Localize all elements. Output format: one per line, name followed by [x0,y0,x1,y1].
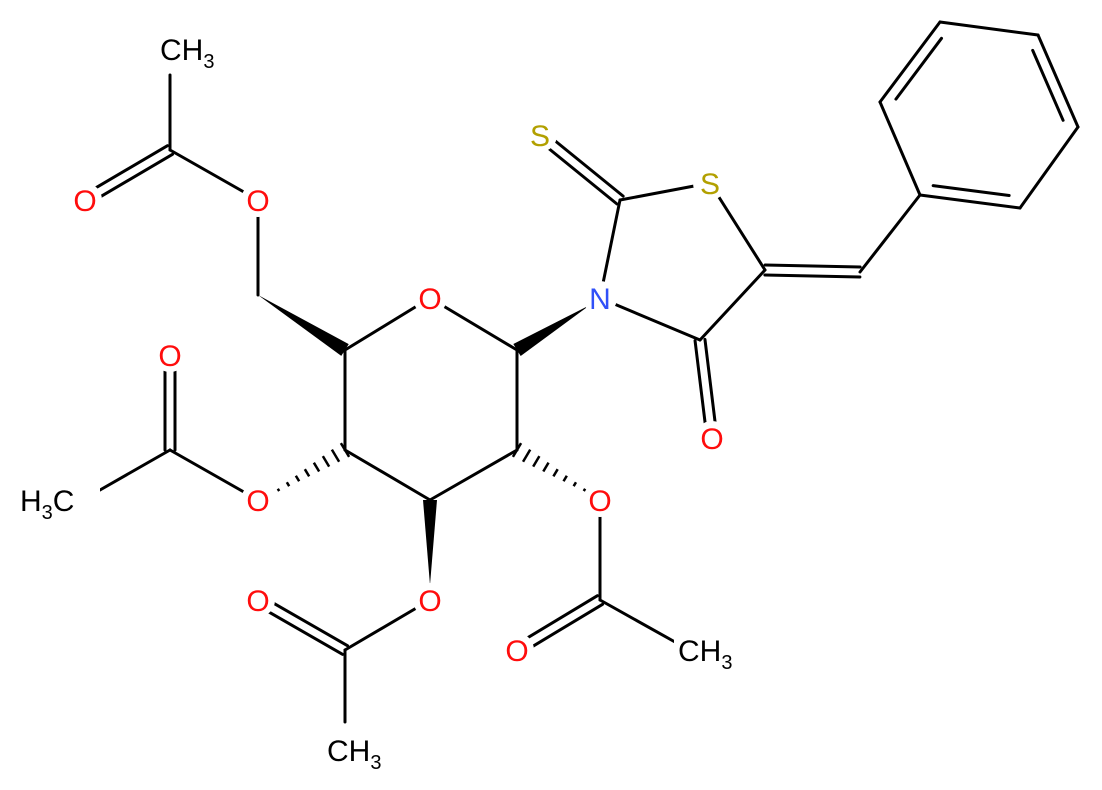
single-bond [938,20,1040,37]
double-bond [258,594,349,648]
single-bond [858,193,922,274]
single-bond [1018,125,1080,210]
double-bond [693,339,709,441]
single-bond [878,100,922,197]
hash-bond-segment [276,488,281,492]
atom-label-background [153,338,187,372]
atom-label-background [155,30,230,70]
double-bond [763,263,862,269]
hash-bond-segment [303,468,311,478]
wedge-bond [423,500,437,585]
single-bond [878,20,942,104]
methyl-bottom: CH3 [327,735,381,774]
sulfur-thione: S [530,120,550,153]
oxygen-ester-1: O [246,185,269,218]
atom-label-background [413,281,447,315]
oxygen-ring: O [418,283,441,316]
atom-labels: CH3 O O O N S S O O O H3C O O CH3 O O CH… [20,34,732,774]
methyl-right: CH3 [678,635,732,674]
atom-label-background [241,583,275,617]
oxygen-carbonyl-4: O [505,635,528,668]
bonds [80,20,1080,724]
double-bond [703,337,719,439]
double-bond [535,137,619,206]
aromatic-inner-bond [1031,48,1065,122]
single-bond [708,181,767,272]
oxygen-carbonyl-2: O [158,340,181,373]
atom-label-background [241,483,275,517]
single-bond [598,296,702,342]
methyl-left: H3C [20,485,74,524]
hash-bond-segment [552,468,559,478]
sulfur-ring: S [700,168,720,201]
hash-bond-segment [562,475,568,482]
hash-bond-segment [294,475,301,482]
oxygen-ester-3: O [418,585,441,618]
oxygen-ester-2: O [246,485,269,518]
single-bond [1036,33,1080,129]
single-bond [343,448,432,502]
oxygen-carbonyl-3: O [246,585,269,618]
single-bond [428,448,519,502]
single-bond [98,448,172,492]
double-bond [763,273,862,279]
single-bond [918,193,1022,210]
atom-label-background [583,483,617,517]
atom-label-background [68,183,102,217]
hash-bond-segment [582,488,587,492]
double-bond [80,144,169,198]
oxygen-ketone: O [700,423,723,456]
double-bond [86,152,175,206]
nitrogen: N [589,283,611,316]
atom-label-background [693,166,727,200]
hash-bond-segment [285,481,291,487]
label-backgrounds [15,30,754,770]
hash-bond-segment [312,462,321,473]
wedge-bond [513,305,590,356]
double-bond [541,129,625,198]
single-bond [698,268,767,342]
hash-bond-segment [511,442,523,458]
hash-bond-segment [572,481,578,487]
atom-label-background [523,118,557,152]
oxygen-ester-4: O [588,485,611,518]
aromatic-inner-bond [894,36,944,101]
hash-bond-segment [321,455,331,468]
methyl-top: CH3 [160,34,214,73]
atom-label-background [241,183,275,217]
atom-label-background [674,630,754,672]
atom-label-background [413,583,447,617]
hash-bond-segment [330,449,341,463]
aromatic-inner-bond [931,184,1011,197]
hash-bond-segment [542,462,550,473]
wedge-bond [258,295,349,356]
atom-label-background [500,633,534,667]
atom-label-background [583,281,617,315]
hash-bond-segment [532,455,541,468]
hash-bond-segment [521,448,532,463]
double-bond [254,602,345,656]
oxygen-carbonyl-1: O [73,185,96,218]
single-bond [598,598,677,644]
hash-bond-segment [339,442,351,458]
atom-label-background [322,728,402,770]
atom-label-background [15,480,100,522]
atom-label-background [695,421,729,455]
